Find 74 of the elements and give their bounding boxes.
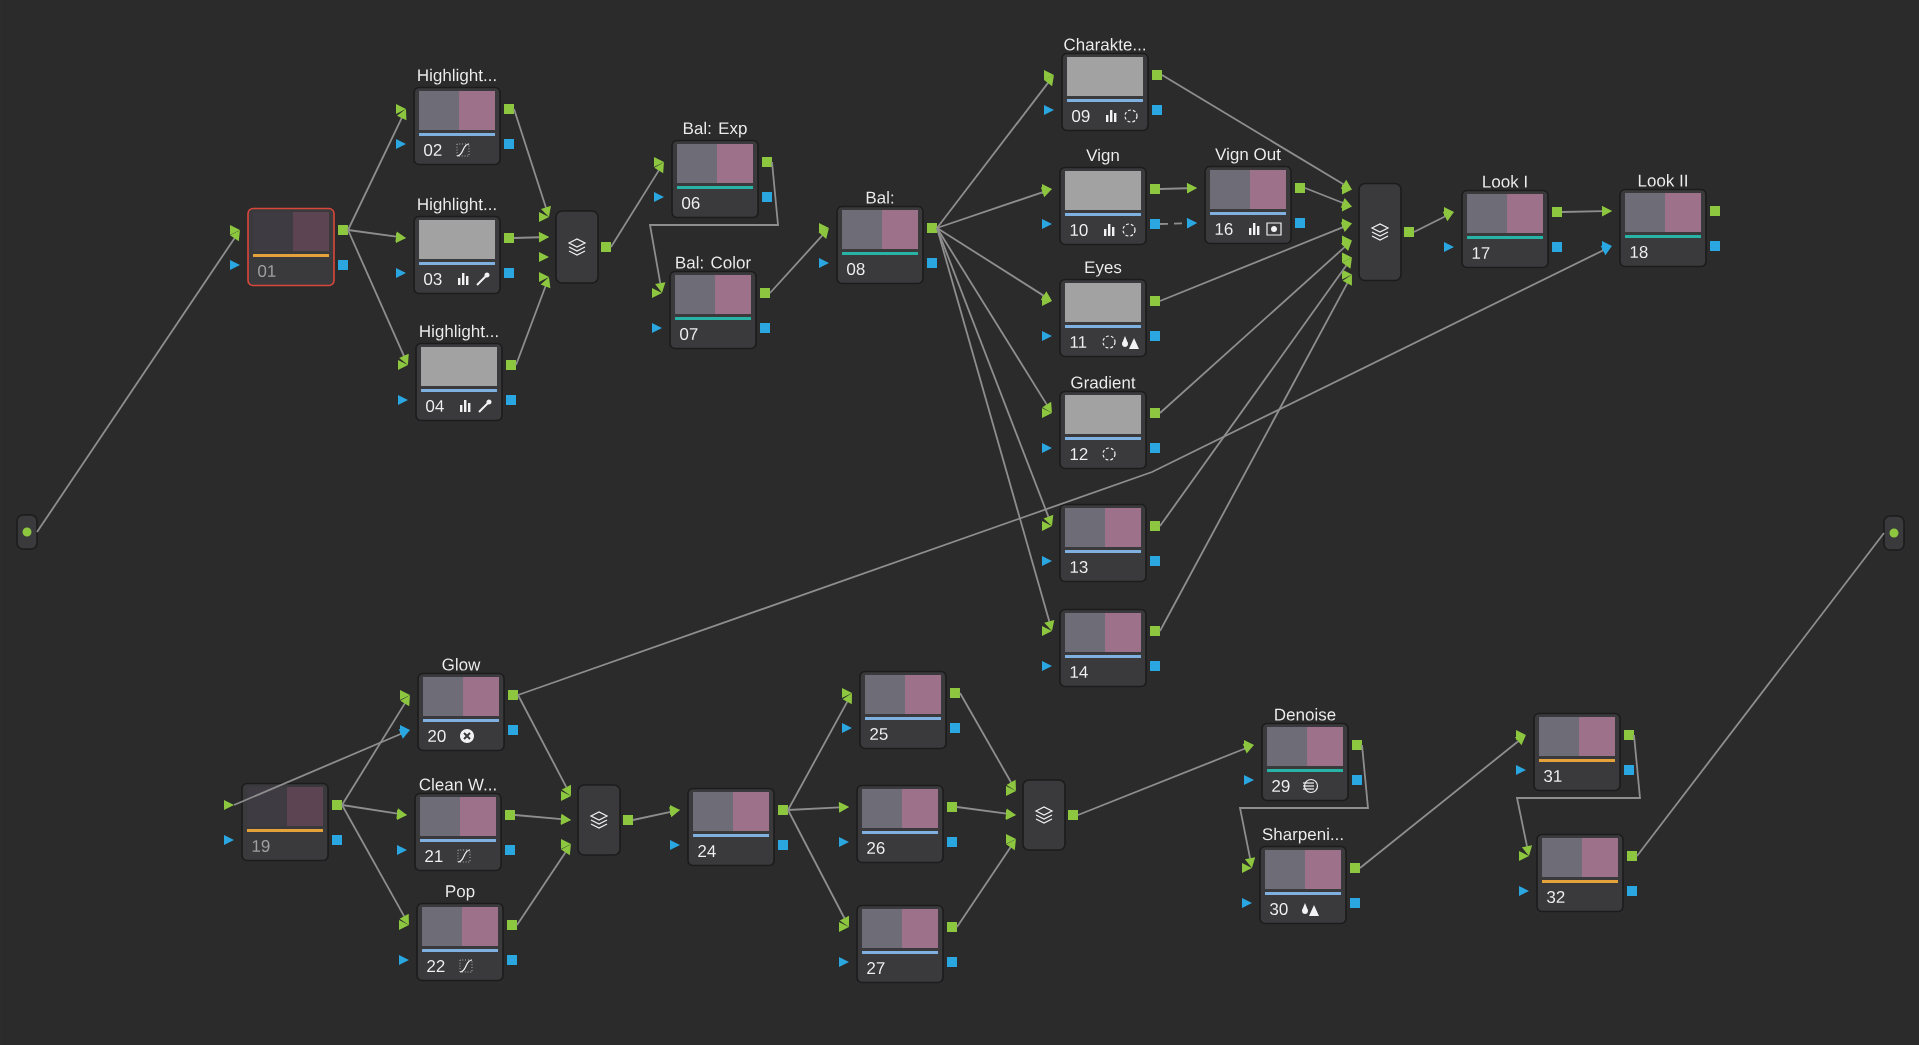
node-title: Bal: Color	[676, 256, 751, 269]
node-box: 19	[224, 782, 342, 862]
node-box: 01	[230, 207, 348, 287]
node-title: Eyes	[1085, 261, 1122, 277]
node-box: 10	[1042, 166, 1160, 246]
node-box: 17	[1444, 189, 1562, 269]
node-title: Bal: Exp	[683, 121, 747, 138]
connector-line	[1161, 74, 1352, 190]
connector-line	[956, 839, 1016, 928]
node-box: 20	[400, 672, 518, 752]
node-title: Highlight...	[420, 324, 498, 341]
node-title: Highlight...	[418, 197, 496, 214]
connector-line	[610, 162, 664, 248]
connector-line	[341, 804, 409, 925]
node-title: Gradient	[1071, 376, 1136, 389]
connector-line	[936, 227, 1052, 413]
connector-pin	[1883, 515, 1905, 551]
node-box: 02	[396, 86, 514, 166]
connector-line	[341, 695, 410, 806]
node-title: Vign Out	[1215, 147, 1281, 164]
node-box: 12	[1042, 390, 1160, 470]
connector-line	[36, 230, 240, 533]
connector-line	[233, 729, 410, 806]
node-box: 21	[397, 792, 515, 872]
connector-pin	[16, 514, 38, 550]
connector-line	[1159, 222, 1352, 302]
node-title: Look II	[1638, 174, 1687, 187]
connector-line	[787, 693, 852, 811]
node-title: Vign	[1086, 148, 1119, 165]
connector-line	[347, 229, 409, 365]
node-box: 30	[1242, 845, 1360, 925]
connector-line	[959, 692, 1016, 791]
node-box: 29	[1244, 722, 1362, 802]
node-box: 18	[1602, 188, 1720, 268]
node-title: Bal:	[866, 191, 894, 204]
node-title: Charakte...	[1064, 38, 1145, 51]
node-box: 32	[1519, 833, 1637, 913]
node-title: Clean W...	[419, 778, 496, 791]
node-box: 06	[654, 139, 772, 219]
node-box: 03	[396, 215, 514, 295]
connector-line	[516, 844, 571, 926]
node-box: 16	[1187, 165, 1305, 245]
node-box: 07	[652, 270, 770, 350]
connector-line	[1359, 735, 1526, 869]
node-title: Sharpeni...	[1262, 827, 1343, 844]
node-box: 09	[1044, 52, 1162, 132]
connector-line	[517, 245, 1612, 696]
node-box: 04	[398, 342, 516, 422]
node-box: 14	[1042, 608, 1160, 688]
connector-line	[1636, 532, 1885, 857]
node-box: 24	[670, 787, 788, 867]
node-box: 22	[399, 902, 517, 982]
connector-line	[1304, 187, 1352, 208]
node-box: 31	[1516, 712, 1634, 792]
connector-line	[1413, 211, 1454, 233]
node-box: 08	[819, 205, 937, 285]
node-box: 26	[839, 784, 957, 864]
connector-line	[936, 227, 1052, 301]
connector-line	[936, 75, 1054, 229]
connector-line	[787, 809, 850, 927]
connector-line	[517, 694, 571, 796]
node-box: 25	[842, 670, 960, 750]
node-box: 11	[1042, 278, 1160, 358]
node-box: 27	[839, 904, 957, 984]
connector-line	[347, 109, 407, 231]
node-title: Denoise	[1275, 708, 1336, 721]
node-title: Highlight...	[418, 68, 496, 85]
node-box: 13	[1042, 503, 1160, 583]
node-title: Pop	[446, 885, 475, 901]
node-title: Look I	[1483, 175, 1527, 188]
connector-line	[1077, 743, 1254, 816]
connector-line	[1159, 240, 1352, 414]
node-title: Glow	[442, 658, 481, 671]
connector-line	[769, 228, 829, 294]
